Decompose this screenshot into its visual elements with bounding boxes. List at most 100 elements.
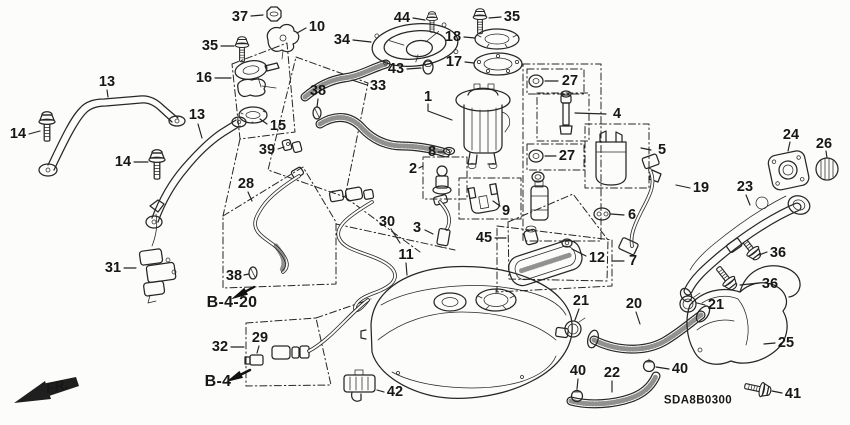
part-12-sender-unit	[507, 225, 583, 287]
part-18-lock-nut	[474, 28, 520, 50]
callout-36: 36	[769, 244, 787, 261]
callout-35: 35	[503, 8, 521, 25]
part-25-splash-shield	[686, 265, 801, 365]
callout-13: 13	[188, 106, 206, 123]
part-39-clips	[281, 138, 303, 154]
callout-35: 35	[201, 37, 219, 54]
callout-2: 2	[408, 160, 418, 177]
callout-30: 30	[378, 213, 396, 230]
callout-39: 39	[258, 141, 276, 158]
callout-B-4: B-4	[204, 373, 232, 390]
pump-cylinder	[530, 180, 549, 221]
callout-31: 31	[104, 259, 122, 276]
part-30-quick-connector	[328, 186, 375, 203]
callout-9: 9	[501, 202, 511, 219]
callout-1: 1	[423, 88, 433, 105]
part-4-joint-pipe	[559, 90, 573, 135]
callout-32: 32	[211, 338, 229, 355]
callout-21: 21	[572, 292, 590, 309]
callout-37: 37	[231, 8, 249, 25]
callout-23: 23	[736, 178, 754, 195]
callout-13: 13	[98, 73, 116, 90]
part-5-fuel-filter	[595, 130, 627, 186]
part-28-pipe-assembly	[253, 166, 305, 274]
part-16-lock-assembly	[234, 60, 280, 98]
part-26-cap	[815, 157, 839, 181]
part-41-bolt	[742, 378, 773, 400]
callout-38: 38	[225, 267, 243, 284]
part-20-filler-hose	[587, 305, 711, 354]
callout-42: 42	[386, 383, 404, 400]
callout-38: 38	[309, 82, 327, 99]
callout-28: 28	[237, 175, 255, 192]
callout-19: 19	[692, 179, 710, 196]
part-43-grommet	[422, 59, 434, 75]
callout-15: 15	[269, 117, 287, 134]
callout-34: 34	[333, 31, 351, 48]
part-10-bracket	[266, 23, 300, 60]
part-24-filler-flange	[767, 150, 810, 191]
part-27-grommets	[528, 74, 545, 183]
part-44-screw	[425, 11, 439, 33]
part-34-mount-plate	[371, 22, 459, 67]
callout-22: 22	[603, 364, 621, 381]
callout-33: 33	[369, 77, 387, 94]
leader-lines	[28, 14, 828, 394]
callout-36: 36	[761, 275, 779, 292]
callout-20: 20	[625, 295, 643, 312]
callout-B-4-20: B-4-20	[206, 294, 258, 311]
callout-17: 17	[445, 53, 463, 70]
part-42-valve	[343, 369, 376, 402]
fuel-feed-pipe	[336, 200, 397, 312]
callout-4: 4	[612, 105, 622, 122]
callout-5: 5	[657, 141, 667, 158]
callout-45: 45	[475, 229, 493, 246]
part-13-strap-right	[145, 116, 247, 229]
callout-43: 43	[387, 60, 405, 77]
callout-25: 25	[777, 334, 795, 351]
part-1-fuel-pump-module	[455, 83, 511, 169]
part-33-vent-hoses	[300, 59, 451, 158]
callout-12: 12	[588, 249, 606, 266]
callout-16: 16	[195, 69, 213, 86]
part-13-strap-left	[38, 95, 186, 177]
part-11-fuel-tank	[360, 265, 573, 399]
part-3-pipe	[432, 194, 451, 249]
part-31-valve-assembly	[138, 199, 177, 304]
part-19-wire-harness	[618, 153, 662, 256]
callout-40: 40	[569, 362, 587, 379]
drawing-code: SDA8B0300	[663, 394, 733, 407]
part-15-gasket	[238, 106, 268, 124]
callout-24: 24	[782, 126, 800, 143]
callout-6: 6	[627, 206, 637, 223]
callout-14: 14	[9, 125, 27, 142]
callout-26: 26	[815, 135, 833, 152]
callout-7: 7	[628, 252, 638, 269]
callout-40: 40	[671, 360, 689, 377]
callout-8: 8	[427, 143, 437, 160]
callout-27: 27	[561, 72, 579, 89]
part-21-clamps	[564, 292, 701, 338]
fr-direction-arrow	[14, 377, 79, 403]
part-2-valve	[432, 165, 452, 195]
callout-27: 27	[558, 147, 576, 164]
callout-29: 29	[251, 329, 269, 346]
part-37-nut	[266, 6, 282, 22]
callout-18: 18	[444, 28, 462, 45]
callout-21: 21	[707, 296, 725, 313]
part-22-drain-hose	[566, 371, 661, 409]
part-9-retainer	[467, 183, 500, 214]
part-8-washer	[442, 146, 456, 156]
callout-11: 11	[398, 246, 414, 263]
part-6-clip	[593, 207, 611, 221]
callout-44: 44	[393, 9, 411, 26]
phantom-boxes	[222, 42, 650, 387]
part-32-connector-assembly	[244, 298, 370, 366]
part-23-filler-pipe	[679, 195, 811, 303]
callout-14: 14	[114, 153, 132, 170]
part-17-gasket-ring	[473, 52, 523, 76]
callout-3: 3	[412, 219, 422, 236]
callout-10: 10	[308, 18, 326, 35]
